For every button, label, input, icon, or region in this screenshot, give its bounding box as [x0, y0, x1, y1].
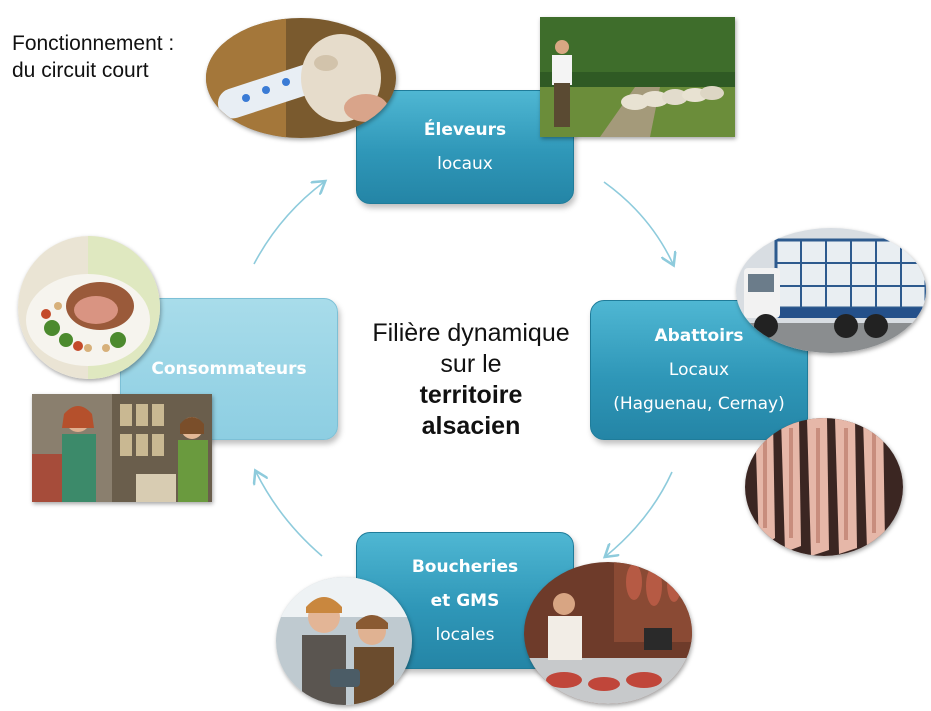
- center-line-2: sur le: [440, 350, 502, 378]
- meat-carcasses-photo: [745, 418, 903, 556]
- node-abattoirs: Abattoirs Locaux (Haguenau, Cernay): [590, 300, 808, 440]
- node-eleveurs-head: Éleveurs: [423, 120, 507, 140]
- node-abattoirs-sub2: (Haguenau, Cernay): [613, 394, 785, 414]
- arrow-eleveurs-to-abattoirs: [603, 181, 673, 264]
- node-boucheries-head: Boucheries: [411, 556, 519, 577]
- arrow-abattoirs-to-boucheries: [606, 471, 673, 556]
- node-abattoirs-sub: Locaux: [668, 360, 730, 380]
- center-line-1: Filière dynamique: [372, 319, 570, 347]
- node-eleveurs: Éleveurs locaux: [356, 90, 574, 204]
- title-line-2: du circuit court: [12, 59, 149, 82]
- arrow-consommateurs-to-eleveurs: [253, 182, 324, 265]
- lamb-bottle-feeding-photo: [206, 18, 396, 138]
- title-line-1: Fonctionnement :: [12, 32, 175, 55]
- node-abattoirs-head: Abattoirs: [654, 326, 744, 346]
- center-text: Filière dynamique sur le territoire alsa…: [352, 318, 590, 442]
- roast-dish-photo: [18, 236, 160, 379]
- butcher-counter-photo: [524, 562, 692, 704]
- node-boucheries-head2: et GMS: [430, 590, 500, 611]
- grocery-shoppers-photo: [32, 394, 212, 502]
- page-title: Fonctionnement : du circuit court: [12, 30, 174, 84]
- center-line-3: territoire: [419, 381, 523, 409]
- node-eleveurs-sub: locaux: [437, 154, 493, 174]
- livestock-truck-photo: [736, 228, 926, 353]
- node-consommateurs-head: Consommateurs: [151, 359, 307, 379]
- farmer-with-sheep-photo: [540, 17, 735, 137]
- node-boucheries-sub: locales: [435, 624, 495, 645]
- center-line-4: alsacien: [421, 412, 521, 440]
- arrow-boucheries-to-consommateurs: [256, 472, 323, 557]
- butchers-smiling-photo: [276, 577, 412, 705]
